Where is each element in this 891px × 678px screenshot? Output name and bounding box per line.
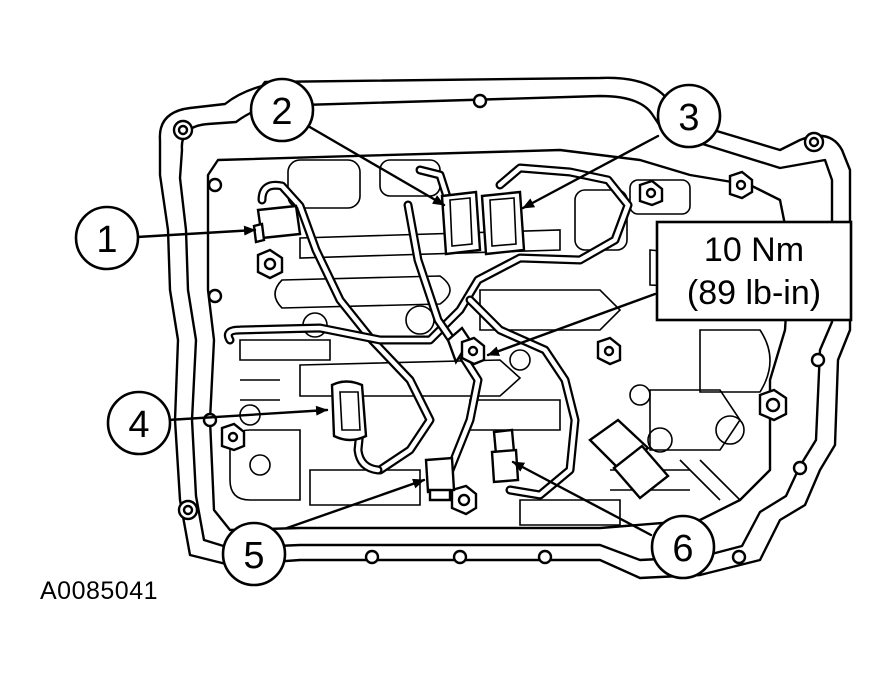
connector-2 [440,190,482,256]
callout-6-label: 6 [672,528,693,570]
callout-3: 3 [656,83,722,149]
torque-spec-line2: (89 lb-in) [687,274,821,312]
callout-1-label: 1 [96,219,117,261]
callout-3-label: 3 [678,97,699,139]
hex-bolts [220,170,788,516]
leader-3 [521,134,660,210]
leader-torque [486,292,657,357]
leader-1 [135,225,257,239]
leader-5 [285,478,426,530]
connector-1 [252,204,302,244]
callout-6: 6 [650,514,716,580]
connector-6 [490,428,520,484]
callout-2: 2 [249,77,315,143]
callout-2-label: 2 [271,91,292,133]
torque-spec-line1: 10 Nm [704,231,804,269]
leader-2 [306,124,446,207]
connector-3 [480,190,526,256]
torque-spec-box: 10 Nm (89 lb-in) [655,220,853,322]
torque-bolt [446,326,486,366]
connector-5 [424,456,456,502]
figure-id: A0085041 [40,577,159,605]
callout-5-label: 5 [243,535,264,577]
callout-5: 5 [221,521,287,587]
connector-4 [330,380,368,442]
leader-6 [511,460,653,537]
leader-4 [166,405,329,422]
leader-lines [135,124,660,537]
sensor-right [588,418,670,500]
callout-1: 1 [74,205,140,271]
callout-4: 4 [106,390,172,456]
callout-4-label: 4 [128,404,149,446]
wiring-harness [223,163,633,500]
